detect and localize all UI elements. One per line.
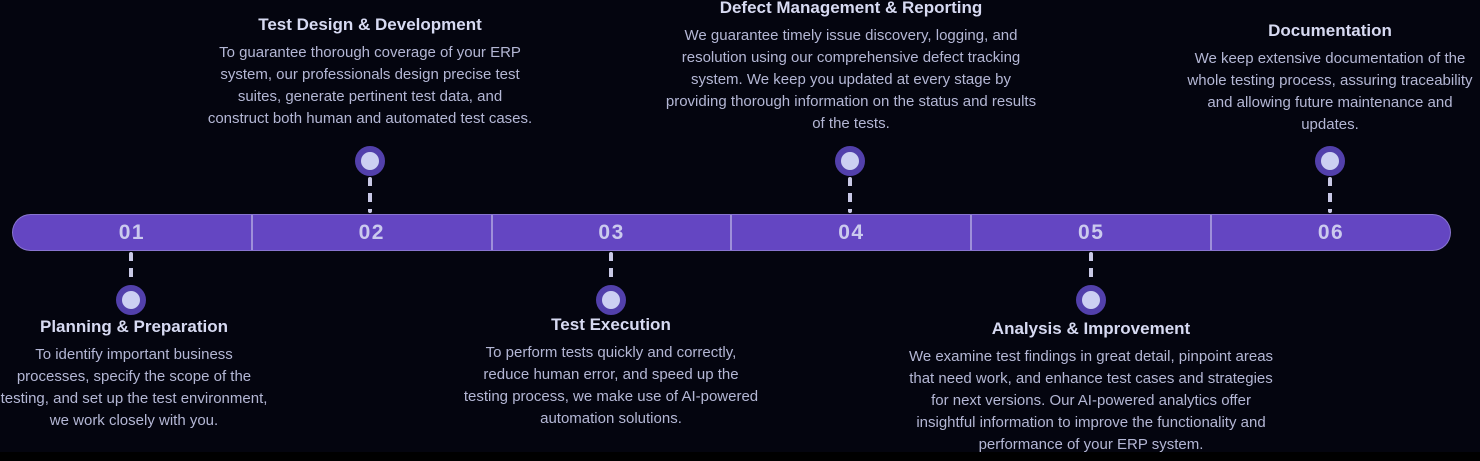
stage-number: 06 [1317,220,1345,244]
connector-line-01 [129,252,133,284]
timeline-segment-02: 02 [253,215,493,250]
timeline-bar: 01 02 03 04 05 06 [12,214,1451,251]
stage-marker-06 [1315,146,1345,176]
stage-block-defect-management: Defect Management & Reporting We guarant… [646,0,1056,135]
timeline-segment-03: 03 [493,215,733,250]
stage-block-test-execution: Test Execution To perform tests quickly … [451,315,771,430]
stage-title: Analysis & Improvement [991,319,1191,338]
timeline-segment-04: 04 [732,215,973,250]
stage-description: To perform tests quickly and correctly, … [463,344,759,427]
stage-title: Documentation [1268,21,1392,40]
stage-description: We guarantee timely issue discovery, log… [665,27,1037,132]
stage-title: Test Execution [551,315,671,334]
stage-number: 04 [838,220,865,244]
timeline-segment-06: 06 [1212,215,1450,250]
stage-title: Defect Management & Reporting [719,0,983,17]
stage-title: Planning & Preparation [40,317,228,336]
stage-description: We keep extensive documentation of the w… [1187,50,1473,133]
stage-number: 02 [358,220,385,244]
connector-line-04 [848,177,852,213]
stage-block-planning: Planning & Preparation To identify impor… [0,317,278,432]
connector-line-05 [1089,252,1093,284]
stage-number: 05 [1078,220,1105,244]
stage-block-documentation: Documentation We keep extensive document… [1170,21,1480,136]
connector-line-06 [1328,177,1332,213]
stage-marker-04 [835,146,865,176]
stage-marker-02 [355,146,385,176]
connector-line-02 [368,177,372,213]
stage-block-test-design: Test Design & Development To guarantee t… [190,15,550,130]
stage-description: To identify important business processes… [0,346,268,429]
stage-marker-01 [116,285,146,315]
timeline-segment-01: 01 [13,215,253,250]
stage-marker-03 [596,285,626,315]
stage-block-analysis: Analysis & Improvement We examine test f… [891,319,1291,456]
stage-number: 01 [118,220,146,244]
stage-description: To guarantee thorough coverage of your E… [207,44,533,127]
stage-marker-05 [1076,285,1106,315]
connector-line-03 [609,252,613,284]
timeline-segment-05: 05 [972,215,1213,250]
stage-number: 03 [598,220,625,244]
bottom-black-strip [0,452,1480,461]
stage-description: We examine test findings in great detail… [908,348,1274,453]
stage-title: Test Design & Development [258,15,482,34]
